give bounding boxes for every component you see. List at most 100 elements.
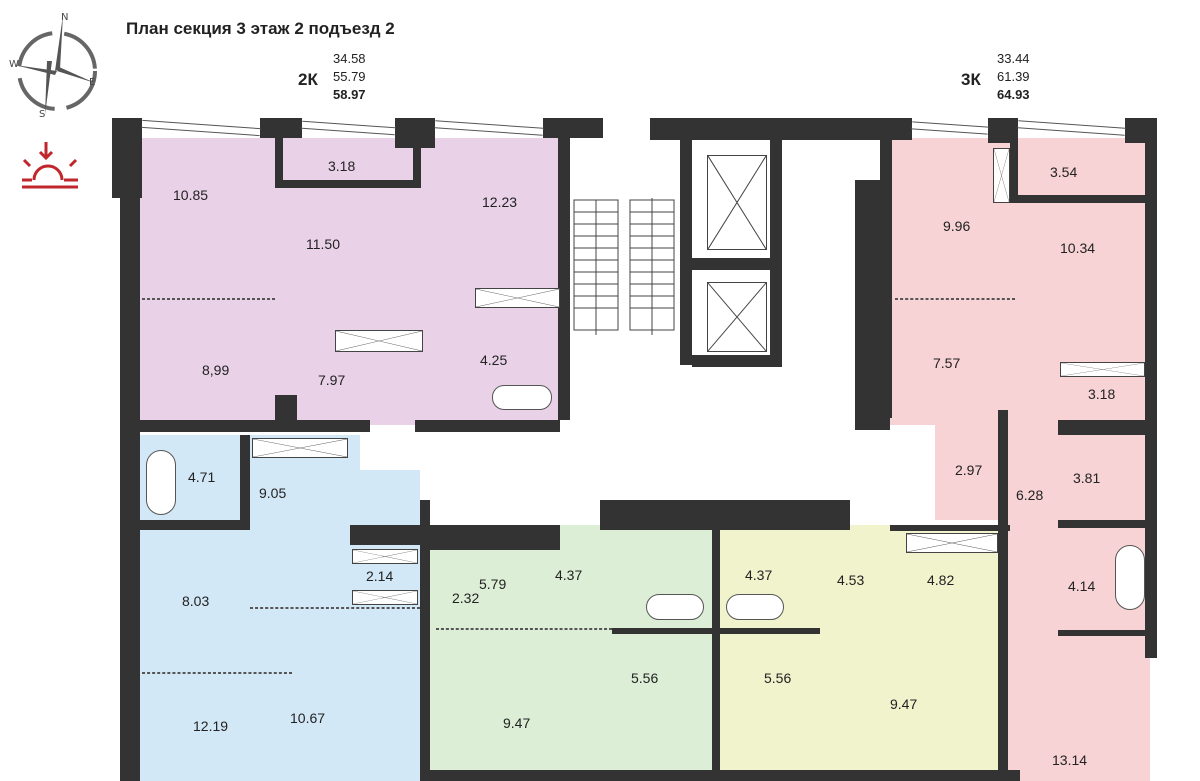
wardrobe (335, 330, 423, 352)
wall (140, 420, 370, 432)
bathtub-icon (646, 594, 704, 620)
apartment-3k-areas: 33.44 61.39 64.93 (997, 50, 1030, 104)
wall (1058, 420, 1148, 435)
wall (395, 118, 435, 148)
wall (770, 140, 782, 365)
total-area: 61.39 (997, 69, 1030, 84)
room-area: 10.67 (290, 710, 326, 726)
wardrobe (252, 438, 348, 458)
wall (692, 355, 782, 367)
room-area: 10.34 (1060, 240, 1096, 256)
wardrobe (352, 549, 418, 564)
room-area: 7.97 (318, 372, 346, 388)
room-area: 11.50 (306, 236, 340, 252)
room-area: 9.96 (943, 218, 971, 234)
zone-divider (250, 607, 420, 609)
compass-n: N (61, 12, 68, 23)
wall (988, 118, 1018, 143)
room-area: 4.53 (837, 572, 865, 588)
room-area: 3.81 (1073, 470, 1101, 486)
wall (880, 118, 892, 418)
wall (712, 530, 720, 781)
sunrise-icon (22, 142, 78, 189)
compass-icon: N W E S (9, 12, 97, 120)
staircase-icon (573, 198, 675, 335)
wall (260, 118, 302, 138)
wall (1058, 630, 1148, 636)
wall (1018, 195, 1145, 203)
apartment-3k-hall (935, 425, 1010, 520)
wall (998, 410, 1008, 781)
apartment-3k-type: 3К (961, 70, 981, 89)
living-area: 33.44 (997, 51, 1030, 66)
total-area-balcony: 58.97 (333, 87, 366, 102)
wardrobe (906, 533, 998, 553)
total-area-balcony: 64.93 (997, 87, 1030, 102)
room-area: 6.28 (1016, 487, 1044, 503)
elevator-shaft (707, 155, 767, 250)
bathtub-icon (1115, 545, 1145, 610)
apartment-2k-areas: 34.58 55.79 58.97 (333, 50, 366, 104)
room-area: 3.18 (328, 158, 356, 174)
bathtub-icon (492, 385, 552, 410)
room-area: 10.85 (173, 187, 209, 203)
window (141, 119, 261, 137)
compass-w: W (9, 59, 19, 70)
wall (1145, 138, 1157, 658)
room-area: 9.47 (890, 696, 918, 712)
room-area: 8,99 (202, 362, 230, 378)
wardrobe (475, 288, 560, 308)
compass-e: E (89, 77, 95, 88)
zone-divider (142, 298, 275, 300)
wall (112, 118, 142, 198)
room-area: 4.25 (480, 352, 508, 368)
wall (420, 770, 1020, 781)
room-area: 4.82 (927, 572, 955, 588)
zone-divider (436, 628, 612, 630)
page-title: План секция 3 этаж 2 подъезд 2 (126, 19, 395, 38)
wardrobe (1060, 362, 1145, 377)
room-area: 7.57 (933, 355, 961, 371)
wall (543, 118, 603, 138)
wall (692, 258, 770, 270)
bathtub-icon (726, 594, 784, 620)
wall (430, 525, 560, 550)
room-area: 9.47 (503, 715, 531, 731)
wall (140, 520, 250, 530)
room-area: 9.05 (259, 485, 287, 501)
window (911, 121, 989, 135)
wall (680, 140, 692, 365)
room-area: 4.14 (1068, 578, 1096, 594)
room-area: 12.23 (482, 194, 518, 210)
bathtub-icon (146, 450, 176, 515)
elevator-shaft (707, 282, 767, 352)
wall (350, 525, 430, 545)
wall (420, 500, 430, 781)
total-area: 55.79 (333, 69, 366, 84)
zone-divider (895, 298, 1015, 300)
wall (413, 148, 421, 188)
room-area: 4.37 (745, 567, 773, 583)
room-area: 3.54 (1050, 164, 1078, 180)
wardrobe (352, 590, 418, 605)
wall (650, 118, 912, 140)
room-area: 4.37 (555, 567, 583, 583)
room-area: 8.03 (182, 593, 210, 609)
apartment-green-area (430, 525, 715, 781)
room-area: 5.56 (764, 670, 792, 686)
wall (600, 500, 850, 530)
apartment-yellow-area (720, 525, 1002, 781)
wall (275, 138, 283, 188)
apartment-2k-type: 2К (298, 70, 318, 89)
room-area: 4.71 (188, 469, 216, 485)
zone-divider (142, 672, 292, 674)
wardrobe (993, 148, 1010, 203)
room-area: 5.56 (631, 670, 659, 686)
wall (1058, 520, 1148, 528)
room-area: 2.14 (366, 568, 394, 584)
apartment-blue-area-2 (250, 470, 420, 781)
room-area: 2.97 (955, 462, 983, 478)
window (1017, 120, 1126, 136)
wall (1010, 143, 1018, 203)
room-area: 3.18 (1088, 386, 1116, 402)
